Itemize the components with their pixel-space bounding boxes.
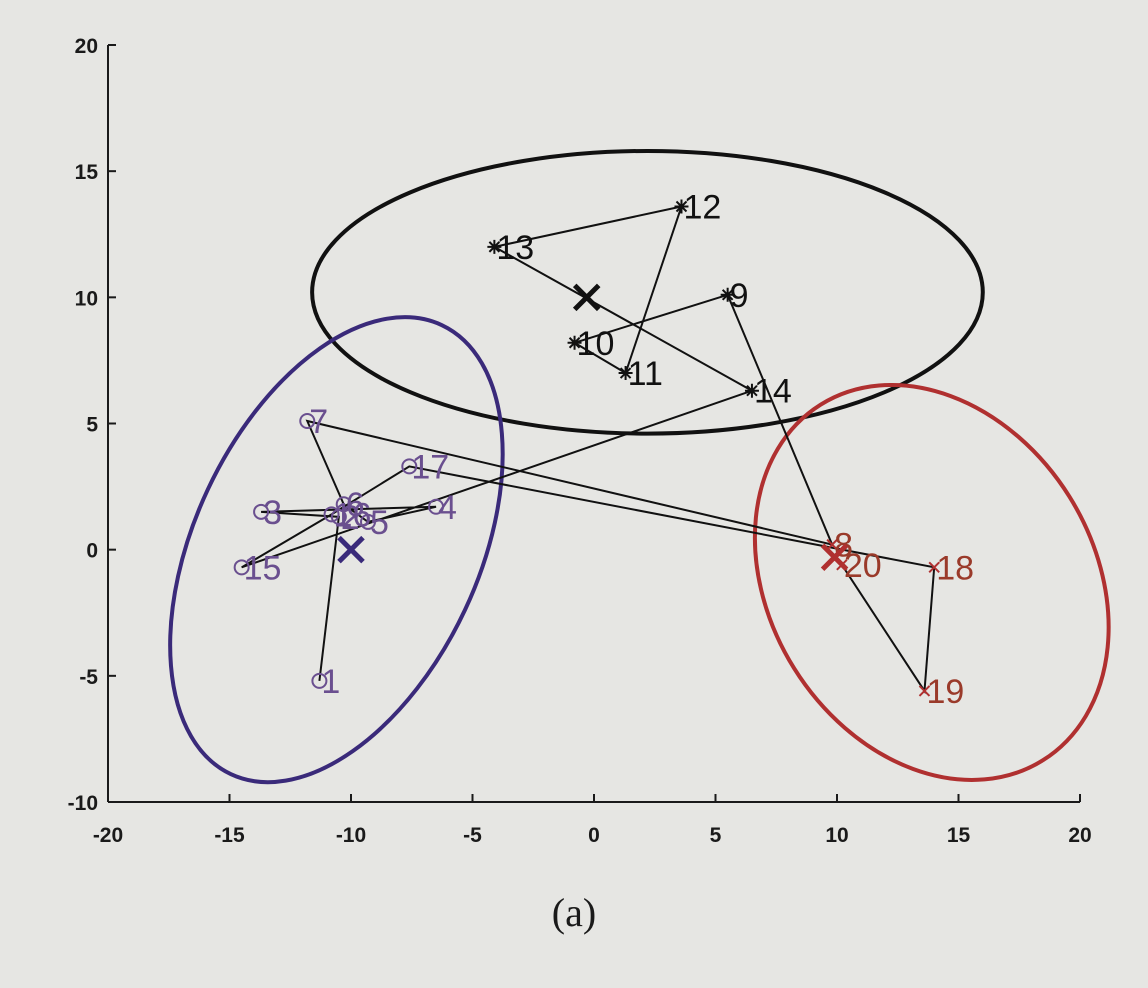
circle-marker (335, 496, 352, 513)
data-point-16: 16 (323, 496, 372, 534)
star-marker (720, 287, 735, 302)
y-tick-label: 10 (75, 287, 98, 310)
point-label: 11 (628, 355, 663, 393)
y-tick-label: -10 (68, 792, 98, 815)
y-tick-label: 0 (86, 540, 98, 563)
circle-marker (428, 498, 445, 515)
x-tick-label: -5 (463, 824, 482, 847)
x-tick-label: 0 (588, 824, 600, 847)
data-point-1: 1 (311, 663, 340, 701)
point-label: 17 (411, 448, 449, 486)
figure-caption: (a) (552, 890, 596, 935)
data-point-15: 15 (233, 549, 282, 587)
x-tick-label: -10 (336, 824, 366, 847)
x-tick-label: 10 (825, 824, 848, 847)
data-point-17: 17 (401, 448, 449, 486)
circle-marker (401, 458, 418, 475)
x-marker (928, 561, 940, 574)
data-point-6: 6 (335, 486, 365, 524)
circle-marker (299, 412, 316, 429)
point-label: 3 (263, 494, 282, 532)
data-point-19: 19 (918, 673, 964, 711)
data-point-7: 7 (299, 403, 328, 441)
black-center-marker (572, 283, 601, 312)
circle-marker (311, 672, 328, 689)
y-tick-label: 15 (75, 161, 99, 184)
circle-marker (323, 506, 340, 523)
star-marker (487, 239, 502, 254)
x-tick-label: -20 (93, 824, 123, 847)
y-tick-label: -5 (79, 666, 98, 689)
data-point-10: 10 (567, 325, 615, 363)
data-point-11: 11 (618, 355, 663, 393)
data-point-4: 4 (428, 489, 457, 527)
point-label: 9 (730, 277, 749, 315)
point-label: 7 (309, 403, 328, 441)
cluster-ellipses (168, 148, 1111, 785)
point-label: 2 (341, 499, 360, 537)
x-tick-label: 15 (947, 824, 971, 847)
x-tick-label: 5 (710, 824, 722, 847)
purple-cluster-ellipse (168, 315, 505, 785)
x-marker (918, 685, 931, 697)
point-label: 5 (370, 504, 389, 542)
point-label: 15 (244, 549, 282, 587)
point-label: 20 (844, 547, 882, 585)
point-label: 19 (926, 673, 964, 711)
data-points: 1234567891011121314151617181920 (233, 188, 974, 711)
point-label: 4 (438, 489, 457, 527)
y-tick-label: 20 (75, 35, 98, 58)
black-cluster-ellipse (310, 148, 985, 436)
data-point-12: 12 (674, 188, 721, 226)
point-label: 14 (754, 373, 792, 411)
red-cluster-ellipse (752, 382, 1111, 782)
star-marker (744, 383, 759, 398)
point-label: 16 (334, 496, 372, 534)
x-tick-label: -15 (214, 824, 245, 847)
purple-center-marker (337, 535, 365, 564)
data-point-9: 9 (720, 277, 749, 315)
star-marker (567, 335, 582, 350)
circle-marker (360, 513, 377, 530)
data-point-3: 3 (253, 494, 282, 532)
data-point-20: 20 (836, 547, 882, 585)
red-center-marker (820, 543, 849, 572)
point-label: 10 (577, 325, 615, 363)
circle-marker (253, 503, 270, 520)
data-point-18: 18 (928, 549, 974, 587)
trajectory-path (241, 205, 936, 694)
circle-marker (233, 559, 250, 576)
star-marker (674, 199, 689, 214)
star-marker (618, 366, 633, 381)
point-label: 18 (936, 549, 974, 587)
trajectory-line (241, 205, 936, 694)
point-label: 6 (346, 486, 365, 524)
data-point-5: 5 (360, 504, 389, 542)
point-label: 1 (321, 663, 340, 701)
data-point-13: 13 (487, 229, 534, 267)
data-point-14: 14 (744, 373, 792, 411)
cluster-centers (337, 283, 849, 572)
x-tick-label: 20 (1068, 824, 1091, 847)
point-label: 12 (683, 188, 721, 226)
y-tick-label: 5 (86, 414, 98, 437)
point-label: 13 (496, 229, 534, 267)
